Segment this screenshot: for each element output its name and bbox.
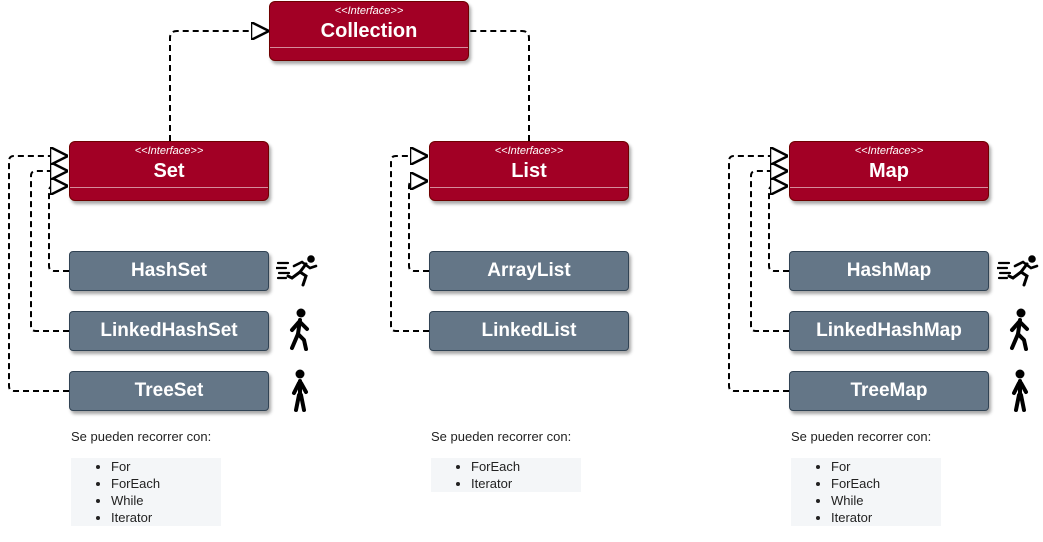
standing-icon [1012,369,1028,412]
hashset-class-box: HashSet [69,251,269,291]
map-iteration-list: For ForEach While Iterator [791,458,941,526]
collection-name: Collection [320,20,418,42]
treemap-connector [728,156,789,392]
map-divider [790,187,988,188]
collection-stereotype: <<Interface>> [334,5,404,17]
list-to-collection-connector [431,31,530,141]
linkedhashset-connector [30,171,69,332]
treemap-class-box: TreeMap [789,371,989,411]
hashset-connector [48,186,69,272]
map-name: Map [869,160,909,182]
collection-divider [270,47,468,48]
list-item: Iterator [831,509,941,526]
set-iteration-caption: Se pueden recorrer con: [71,429,212,444]
walking-icon [290,308,309,351]
set-stereotype: <<Interface>> [134,145,204,157]
hashmap-class-box: HashMap [789,251,989,291]
collection-interface-box: <<Interface>> Collection [269,1,469,61]
map-stereotype: <<Interface>> [854,145,924,157]
list-item: While [111,492,221,509]
set-iteration-list: For ForEach While Iterator [71,458,221,526]
list-item: ForEach [831,475,941,492]
set-interface-box: <<Interface>> Set [69,141,269,201]
standing-icon [292,369,308,412]
list-divider [430,187,628,188]
list-item: ForEach [471,458,581,475]
linkedlist-class-box: LinkedList [429,311,629,351]
list-item: ForEach [111,475,221,492]
map-interface-box: <<Interface>> Map [789,141,989,201]
treeset-connector [8,156,69,392]
arraylist-class-box: ArrayList [429,251,629,291]
list-iteration-caption: Se pueden recorrer con: [431,429,572,444]
list-stereotype: <<Interface>> [494,145,564,157]
walking-icon [1010,308,1029,351]
list-interface-box: <<Interface>> List [429,141,629,201]
set-to-collection-connector [169,31,269,141]
set-divider [70,187,268,188]
list-item: For [111,458,221,475]
list-item: For [831,458,941,475]
list-item: Iterator [471,475,581,492]
linkedlist-connector [390,156,429,332]
linkedhashmap-class-box: LinkedHashMap [789,311,989,351]
running-fast-icon [997,255,1039,287]
linkedhashset-class-box: LinkedHashSet [69,311,269,351]
linkedhashmap-connector [750,171,789,332]
list-item: While [831,492,941,509]
set-name: Set [153,160,185,182]
list-iteration-list: ForEach Iterator [431,458,581,492]
list-item: Iterator [111,509,221,526]
map-iteration-caption: Se pueden recorrer con: [791,429,932,444]
treeset-class-box: TreeSet [69,371,269,411]
running-fast-icon [276,255,318,287]
hashmap-connector [768,186,789,272]
arraylist-connector [408,181,429,272]
list-name: List [511,160,547,182]
